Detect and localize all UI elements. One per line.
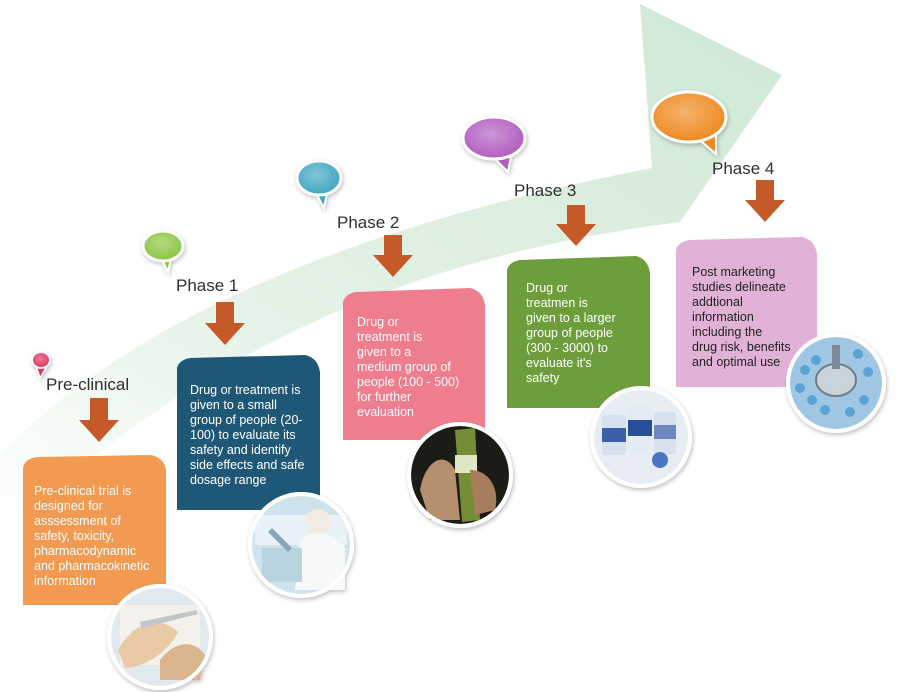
down-arrow-phase-3-icon <box>556 205 596 246</box>
stage-label-phase-2: Phase 2 <box>337 213 400 232</box>
test-tube-photo-icon <box>407 422 513 528</box>
stage-label-phase-1: Phase 1 <box>176 276 239 295</box>
card-text-phase-1: Drug or treatment is given to a small gr… <box>190 383 305 487</box>
card-phase-4 <box>676 237 817 387</box>
card-text-preclinical: Pre-clinical trial is designed for assse… <box>34 484 150 588</box>
speech-bubble-phase-1-icon <box>141 229 185 275</box>
stage-label-phase-3: Phase 3 <box>514 181 577 200</box>
pill-production-line-photo-icon <box>786 333 886 433</box>
card-phase-3 <box>507 256 650 408</box>
down-arrow-phase-2-icon <box>373 235 413 277</box>
speech-bubble-phase-4-icon <box>650 90 728 157</box>
down-arrow-phase-4-icon <box>745 180 785 222</box>
down-arrow-phase-1-icon <box>205 302 245 345</box>
card-text-phase-3: Drug or treatmen is given to a larger gr… <box>526 281 616 385</box>
speech-bubble-phase-3-icon <box>461 115 527 175</box>
speech-bubble-phase-2-icon <box>295 159 343 211</box>
card-phase-1 <box>177 355 320 510</box>
stage-label-phase-4: Phase 4 <box>712 159 775 178</box>
card-text-phase-4: Post marketing studies delineate addtion… <box>692 265 791 369</box>
card-text-phase-2: Drug or treatment is given to a medium g… <box>357 315 460 419</box>
card-phase-2 <box>343 288 485 440</box>
card-preclinical <box>23 455 166 605</box>
lab-gloves-syringe-photo-icon <box>107 584 213 690</box>
speech-bubble-preclinical-icon <box>31 351 51 380</box>
down-arrow-preclinical-icon <box>79 398 119 442</box>
stage-label-preclinical: Pre-clinical <box>46 375 130 394</box>
lab-researcher-photo-icon <box>248 492 354 598</box>
vaccine-vials-photo-icon <box>590 386 692 488</box>
